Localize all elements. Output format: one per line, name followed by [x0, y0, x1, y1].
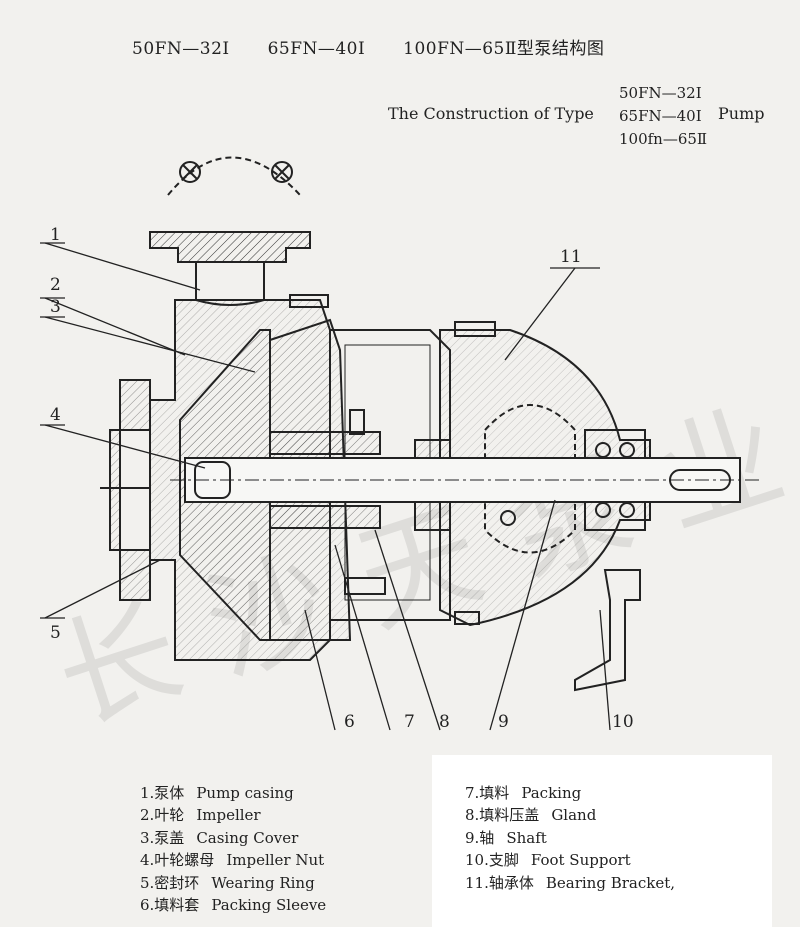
callout-7: 7	[404, 712, 415, 732]
pump-cross-section-drawing: 1 2 3 4 5 6 7 8 9 10 11	[40, 156, 760, 732]
callout-4: 4	[50, 405, 61, 425]
legend-cn: 6.填料套	[140, 896, 200, 915]
legend-panel	[432, 755, 772, 927]
impeller-nut	[194, 461, 231, 499]
callout-5: 5	[50, 623, 61, 643]
legend-item: 10.支脚 Foot Support	[465, 849, 675, 871]
legend-item: 5.密封环 Wearing Ring	[140, 872, 326, 894]
chinese-title: 50FN—32Ⅰ 65FN—40Ⅰ 100FN—65Ⅱ型泵结构图	[132, 34, 636, 59]
bolt-marker-right	[271, 161, 293, 183]
type-2: 65FN—40Ⅰ	[619, 107, 702, 125]
legend-item: 7.填料 Packing	[465, 782, 675, 804]
legend-en: Shaft	[506, 828, 547, 847]
callout-1: 1	[50, 225, 61, 245]
legend-item: 8.填料压盖 Gland	[465, 804, 675, 826]
callout-3: 3	[50, 297, 61, 317]
legend-item: 1.泵体 Pump casing	[140, 782, 326, 804]
legend-en: Packing Sleeve	[211, 896, 327, 915]
legend-cn: 11.轴承体	[465, 873, 534, 892]
callout-10: 10	[612, 712, 634, 732]
legend-en: Bearing Bracket,	[545, 873, 675, 892]
bolt-marker-left	[179, 161, 201, 183]
inlet-nozzle	[109, 379, 151, 601]
english-title: The Construction of Type	[388, 104, 594, 123]
legend-cn: 5.密封环	[140, 873, 200, 892]
callout-8: 8	[439, 712, 450, 732]
legend-cn: 2.叶轮	[140, 806, 185, 825]
legend-cn: 10.支脚	[465, 851, 519, 870]
legend-right: 7.填料 Packing 8.填料压盖 Gland 9.轴 Shaft 10.支脚 Fo…	[465, 782, 675, 894]
legend-cn: 8.填料压盖	[465, 806, 540, 825]
type-3: 100fn—65Ⅱ	[619, 130, 708, 148]
title-type-3: 100FN—65Ⅱ型泵结构图	[403, 39, 605, 59]
title-type-2: 65FN—40Ⅰ	[267, 39, 366, 59]
callout-11: 11	[560, 247, 582, 267]
legend-item: 9.轴 Shaft	[465, 827, 675, 849]
packing-upper	[269, 431, 381, 455]
legend-cn: 3.泵盖	[140, 828, 185, 847]
legend-en: Impeller Nut	[226, 851, 325, 870]
legend-item: 2.叶轮 Impeller	[140, 804, 326, 826]
callout-6: 6	[344, 712, 355, 732]
legend-item: 4.叶轮螺母 Impeller Nut	[140, 849, 326, 871]
legend-cn: 1.泵体	[140, 784, 185, 802]
legend-en: Impeller	[196, 806, 261, 825]
legend-item: 3.泵盖 Casing Cover	[140, 827, 326, 849]
legend-item: 11.轴承体 Bearing Bracket,	[465, 872, 675, 894]
callout-2: 2	[50, 275, 61, 295]
legend-en: Foot Support	[530, 851, 631, 870]
legend-en: Wearing Ring	[211, 873, 315, 892]
legend-item: 6.填料套 Packing Sleeve	[140, 894, 326, 916]
callout-9: 9	[498, 712, 509, 732]
legend-en: Packing	[521, 784, 582, 802]
legend-left: 1.泵体 Pump casing 2.叶轮 Impeller 3.泵盖 Casing …	[140, 782, 326, 916]
legend-en: Casing Cover	[196, 828, 299, 847]
legend-cn: 4.叶轮螺母	[140, 851, 215, 870]
outlet-flange	[149, 231, 311, 263]
legend-cn: 9.轴	[465, 828, 495, 847]
type-1: 50FN—32Ⅰ	[619, 84, 702, 102]
pump-label: Pump	[718, 104, 765, 123]
legend-en: Pump casing	[196, 784, 294, 802]
title-type-1: 50FN—32Ⅰ	[132, 39, 230, 59]
type-list: 50FN—32Ⅰ 65FN—40Ⅰ 100fn—65Ⅱ	[619, 82, 707, 151]
legend-en: Gland	[551, 806, 597, 825]
packing-lower	[269, 505, 381, 529]
foot-support	[574, 569, 641, 692]
keyway	[669, 469, 731, 491]
legend-cn: 7.填料	[465, 784, 510, 802]
